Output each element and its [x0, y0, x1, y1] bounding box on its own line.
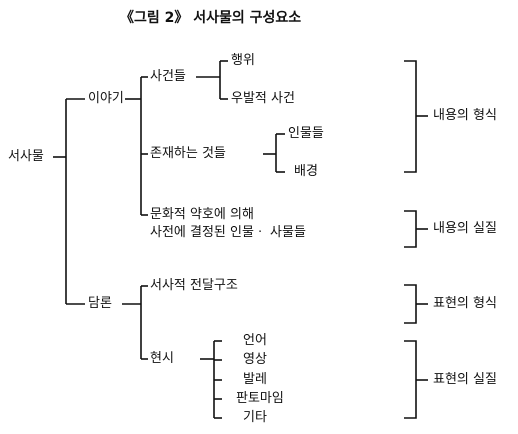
node-cultural-code-line2: 사전에 결정된 인물ㆍ 사물들: [150, 225, 306, 240]
node-characters: 인물들: [288, 126, 324, 141]
bracket-expression-form: [404, 284, 417, 324]
bracket-content-form: [404, 60, 417, 173]
figure-title: 《그림 2》 서사물의 구성요소: [120, 10, 302, 26]
node-cultural-code-line1: 문화적 약호에 의해: [150, 207, 254, 222]
node-setting: 배경: [294, 164, 318, 179]
node-pantomime: 판토마임: [236, 391, 284, 406]
node-manifestation: 현시: [150, 351, 174, 366]
node-happening: 우발적 사건: [231, 91, 295, 106]
node-image: 영상: [243, 352, 267, 367]
node-language: 언어: [243, 333, 267, 348]
node-existents: 존재하는 것들: [150, 146, 226, 161]
node-action: 행위: [231, 53, 255, 68]
node-other: 기타: [243, 410, 267, 425]
label-expression-form: 표현의 형식: [433, 296, 497, 311]
bracket-content-substance: [404, 210, 417, 248]
label-expression-substance: 표현의 실질: [433, 372, 497, 387]
node-discourse: 담론: [88, 296, 112, 311]
label-content-substance: 내용의 실질: [433, 221, 497, 236]
node-root: 서사물: [8, 149, 44, 164]
node-narrative-structure: 서사적 전달구조: [150, 278, 238, 293]
node-ballet: 발레: [243, 372, 267, 387]
bracket-expression-substance: [404, 340, 417, 419]
node-story: 이야기: [88, 91, 124, 106]
node-events: 사건들: [150, 69, 186, 84]
label-content-form: 내용의 형식: [433, 108, 497, 123]
